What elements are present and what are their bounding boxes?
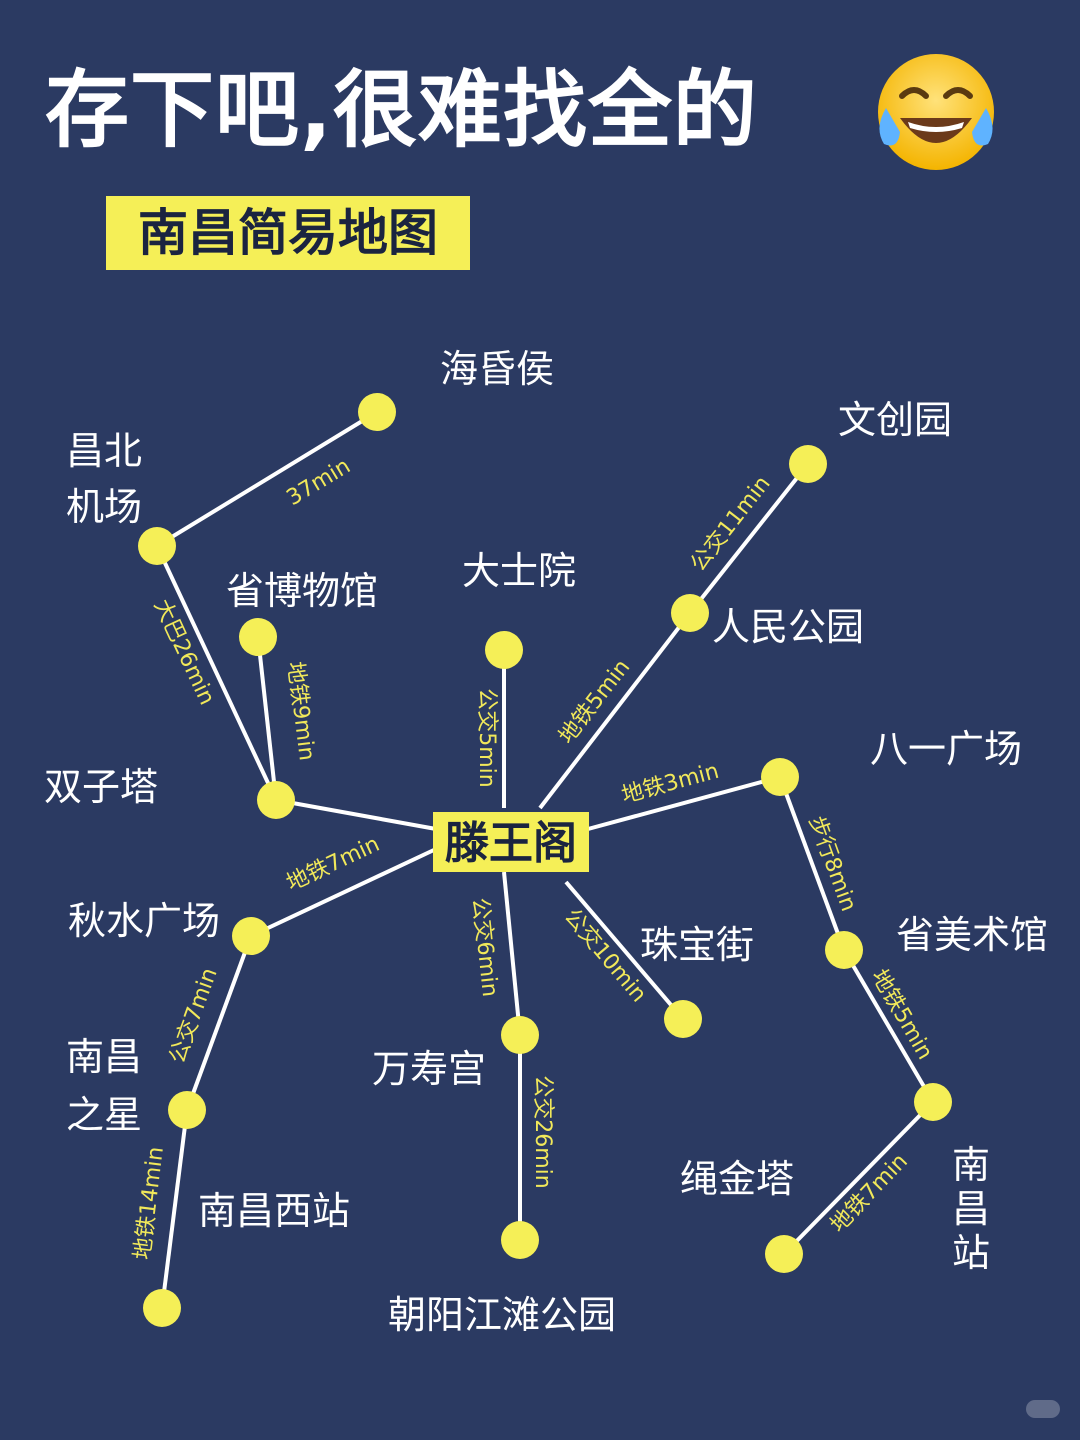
center-station-label: 滕王阁 xyxy=(445,818,577,869)
station-label-line: 秋水广场 xyxy=(68,899,220,943)
route-line-haihun xyxy=(155,410,379,548)
station-node-qiushuiguangchang[interactable] xyxy=(232,917,270,955)
route-line-zhubao xyxy=(564,880,685,1021)
tears-of-joy-emoji-icon xyxy=(878,54,994,170)
route-line-renmin xyxy=(538,611,692,810)
station-label-chaoyang: 朝阳江滩公园 xyxy=(388,1293,616,1337)
station-node-dashiyuan[interactable] xyxy=(485,631,523,669)
station-node-haihunhou[interactable] xyxy=(358,393,396,431)
station-node-wanshougong[interactable] xyxy=(501,1016,539,1054)
station-label-line: 站 xyxy=(952,1231,990,1275)
route-label-zhubao: 公交10min xyxy=(559,904,651,1007)
station-node-nanchangxizhan[interactable] xyxy=(143,1289,181,1327)
route-line-shuangzi xyxy=(275,798,437,831)
station-label-line: 大士院 xyxy=(462,549,576,593)
station-node-shuangzita[interactable] xyxy=(257,781,295,819)
route-line-nanchangzhan xyxy=(842,948,935,1104)
station-label-dashiyuan: 大士院 xyxy=(462,549,576,593)
station-label-line: 海昏侯 xyxy=(440,347,554,391)
route-line-wenchuang xyxy=(688,462,810,615)
station-label-shengmeishuguan: 省美术馆 xyxy=(896,913,1048,957)
route-line-shengjin xyxy=(782,1100,935,1256)
route-line-zhixing xyxy=(185,935,253,1111)
station-node-shengbowuguan[interactable] xyxy=(239,618,277,656)
station-label-line: 之星 xyxy=(66,1093,142,1137)
station-label-nanchangzhan: 南昌站 xyxy=(952,1143,990,1275)
route-line-xizhan xyxy=(160,1109,189,1309)
station-node-wenchuangyuan[interactable] xyxy=(789,445,827,483)
station-label-line: 万寿宫 xyxy=(372,1047,486,1091)
station-label-line: 省美术馆 xyxy=(896,913,1048,957)
station-label-line: 昌 xyxy=(952,1187,990,1231)
route-label-chaoyang: 公交26min xyxy=(530,1075,555,1188)
station-label-line: 机场 xyxy=(66,485,142,529)
station-label-shengbowuguan: 省博物馆 xyxy=(226,569,378,613)
route-line-qiushui xyxy=(250,847,437,938)
watermark-badge xyxy=(1026,1400,1060,1418)
route-label-wanshou: 公交6min xyxy=(467,897,502,999)
route-label-bayi: 地铁3min xyxy=(619,759,722,809)
route-label-shengjin: 地铁7min xyxy=(826,1149,913,1238)
station-node-chaoyang[interactable] xyxy=(501,1221,539,1259)
route-line-bayi xyxy=(587,775,781,831)
station-node-shengmeishuguan[interactable] xyxy=(825,931,863,969)
center-station-box[interactable] xyxy=(433,812,589,872)
station-node-nanchangzhan[interactable] xyxy=(914,1083,952,1121)
station-label-line: 双子塔 xyxy=(44,765,158,809)
station-label-nanchangzhixing: 南昌之星 xyxy=(66,1035,142,1137)
station-label-haihunhou: 海昏侯 xyxy=(440,347,554,391)
station-label-line: 绳金塔 xyxy=(680,1157,794,1201)
station-label-qiushuiguangchang: 秋水广场 xyxy=(68,899,220,943)
route-label-shengbo: 地铁9min xyxy=(282,660,319,762)
route-line-shengbo xyxy=(256,636,278,801)
station-label-line: 昌北 xyxy=(66,429,142,473)
station-label-bayiguangchang: 八一广场 xyxy=(870,727,1022,771)
station-label-wanshougong: 万寿宫 xyxy=(372,1047,486,1091)
station-label-line: 南昌 xyxy=(66,1035,142,1079)
station-label-wenchuangyuan: 文创园 xyxy=(838,398,952,442)
route-line-wanshou xyxy=(502,871,522,1036)
station-node-shengjinta[interactable] xyxy=(765,1235,803,1273)
route-line-meishu xyxy=(778,776,846,951)
station-label-shengjinta: 绳金塔 xyxy=(680,1157,794,1201)
route-line-changbei xyxy=(155,545,278,801)
station-node-changbei[interactable] xyxy=(138,527,176,565)
station-label-changbei: 昌北机场 xyxy=(66,429,142,529)
station-label-line: 珠宝街 xyxy=(640,923,754,967)
route-label-zhixing: 公交7min xyxy=(165,965,223,1067)
route-label-dashi: 公交5min xyxy=(474,688,499,787)
station-label-renmingongyuan: 人民公园 xyxy=(712,605,864,649)
station-label-line: 省博物馆 xyxy=(226,569,378,613)
station-label-nanchangxizhan: 南昌西站 xyxy=(198,1189,350,1233)
station-label-line: 人民公园 xyxy=(712,605,864,649)
station-label-line: 朝阳江滩公园 xyxy=(388,1293,616,1337)
station-label-line: 文创园 xyxy=(838,398,952,442)
station-node-bayiguangchang[interactable] xyxy=(761,758,799,796)
route-label-xizhan: 地铁14min xyxy=(130,1145,169,1261)
station-node-renmingongyuan[interactable] xyxy=(671,594,709,632)
station-label-zhubaojie: 珠宝街 xyxy=(640,923,754,967)
station-label-shuangzita: 双子塔 xyxy=(44,765,158,809)
station-node-nanchangzhixing[interactable] xyxy=(168,1091,206,1129)
page-title: 存下吧,很难找全的 xyxy=(45,61,758,159)
station-label-line: 八一广场 xyxy=(870,727,1022,771)
route-label-qiushui: 地铁7min xyxy=(283,832,384,897)
station-label-line: 南昌西站 xyxy=(198,1189,350,1233)
map-subtitle: 南昌简易地图 xyxy=(106,196,470,270)
station-label-line: 南 xyxy=(952,1143,990,1187)
station-node-zhubaojie[interactable] xyxy=(664,1000,702,1038)
